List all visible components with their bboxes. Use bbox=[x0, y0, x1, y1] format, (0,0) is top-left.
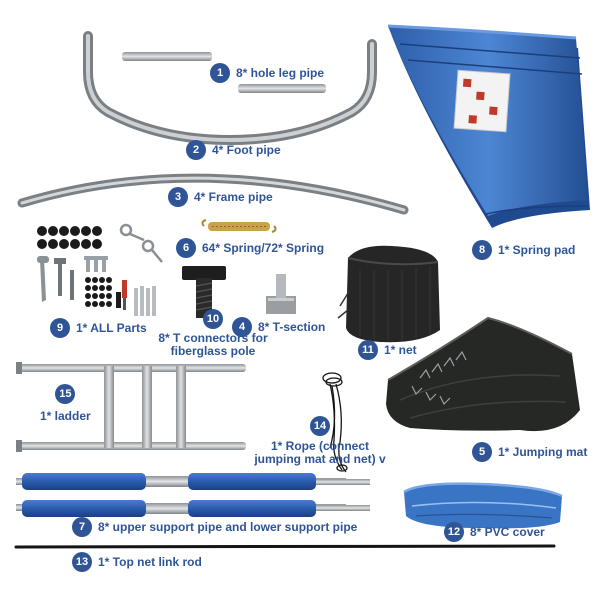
label-part-4: 4 8* T-section bbox=[232, 317, 325, 337]
all-parts-hardware bbox=[37, 223, 163, 316]
part-12-label: 8* PVC cover bbox=[470, 524, 545, 539]
part-9-label: 1* ALL Parts bbox=[76, 320, 147, 335]
ladder bbox=[16, 362, 246, 452]
part-number-badge: 9 bbox=[50, 318, 70, 338]
part-number-badge: 7 bbox=[72, 517, 92, 537]
part-number-badge: 8 bbox=[472, 240, 492, 260]
label-part-14: 14 1* Rope (connect jumping mat and net)… bbox=[252, 416, 388, 466]
part-8-label: 1* Spring pad bbox=[498, 242, 576, 257]
part-number-badge: 10 bbox=[203, 309, 223, 329]
part-number-badge: 13 bbox=[72, 552, 92, 572]
foot-pipe bbox=[83, 31, 377, 146]
support-pipe-lower bbox=[16, 500, 370, 517]
part-2-label: 4* Foot pipe bbox=[212, 142, 281, 157]
support-pipe-upper bbox=[16, 473, 370, 490]
net bbox=[337, 245, 440, 343]
t-connector bbox=[182, 266, 226, 318]
label-part-1: 1 8* hole leg pipe bbox=[210, 63, 324, 83]
part-1-label: 8* hole leg pipe bbox=[236, 65, 325, 80]
part-14-label: 1* Rope (connect jumping mat and net) v bbox=[254, 439, 386, 466]
part-number-badge: 12 bbox=[444, 522, 464, 542]
t-section bbox=[266, 274, 296, 314]
part-number-badge: 6 bbox=[176, 238, 196, 258]
part-11-label: 1* net bbox=[384, 342, 417, 357]
part-number-badge: 11 bbox=[358, 340, 378, 360]
label-part-12: 12 8* PVC cover bbox=[444, 522, 545, 542]
pvc-cover bbox=[403, 482, 563, 529]
label-part-7: 7 8* upper support pipe and lower suppor… bbox=[72, 517, 357, 537]
label-part-5: 5 1* Jumping mat bbox=[472, 442, 587, 462]
rope bbox=[322, 372, 348, 473]
frame-pipe bbox=[17, 173, 409, 215]
label-part-9: 9 1* ALL Parts bbox=[50, 318, 147, 338]
jumping-mat bbox=[386, 316, 580, 432]
part-7-label: 8* upper support pipe and lower support … bbox=[98, 519, 358, 534]
part-3-label: 4* Frame pipe bbox=[194, 189, 273, 204]
label-part-6: 6 64* Spring/72* Spring bbox=[176, 238, 324, 258]
part-5-label: 1* Jumping mat bbox=[498, 444, 588, 459]
spring bbox=[201, 219, 277, 233]
label-part-13: 13 1* Top net link rod bbox=[72, 552, 202, 572]
label-part-3: 3 4* Frame pipe bbox=[168, 187, 273, 207]
label-part-2: 2 4* Foot pipe bbox=[186, 140, 281, 160]
label-part-8: 8 1* Spring pad bbox=[472, 240, 575, 260]
top-net-link-rod bbox=[14, 544, 556, 549]
part-15-label: 1* ladder bbox=[40, 409, 91, 423]
spring-pad bbox=[387, 24, 590, 228]
label-part-15: 15 1* ladder bbox=[40, 384, 91, 423]
label-part-11: 11 1* net bbox=[358, 340, 417, 360]
part-number-badge: 1 bbox=[210, 63, 230, 83]
part-number-badge: 4 bbox=[232, 317, 252, 337]
hole-leg-pipe bbox=[122, 52, 326, 93]
part-13-label: 1* Top net link rod bbox=[98, 554, 202, 569]
part-4-label: 8* T-section bbox=[258, 319, 326, 334]
part-number-badge: 2 bbox=[186, 140, 206, 160]
part-number-badge: 14 bbox=[310, 416, 330, 436]
part-number-badge: 3 bbox=[168, 187, 188, 207]
part-6-label: 64* Spring/72* Spring bbox=[202, 240, 325, 255]
part-number-badge: 15 bbox=[55, 384, 76, 404]
part-number-badge: 5 bbox=[472, 442, 492, 462]
